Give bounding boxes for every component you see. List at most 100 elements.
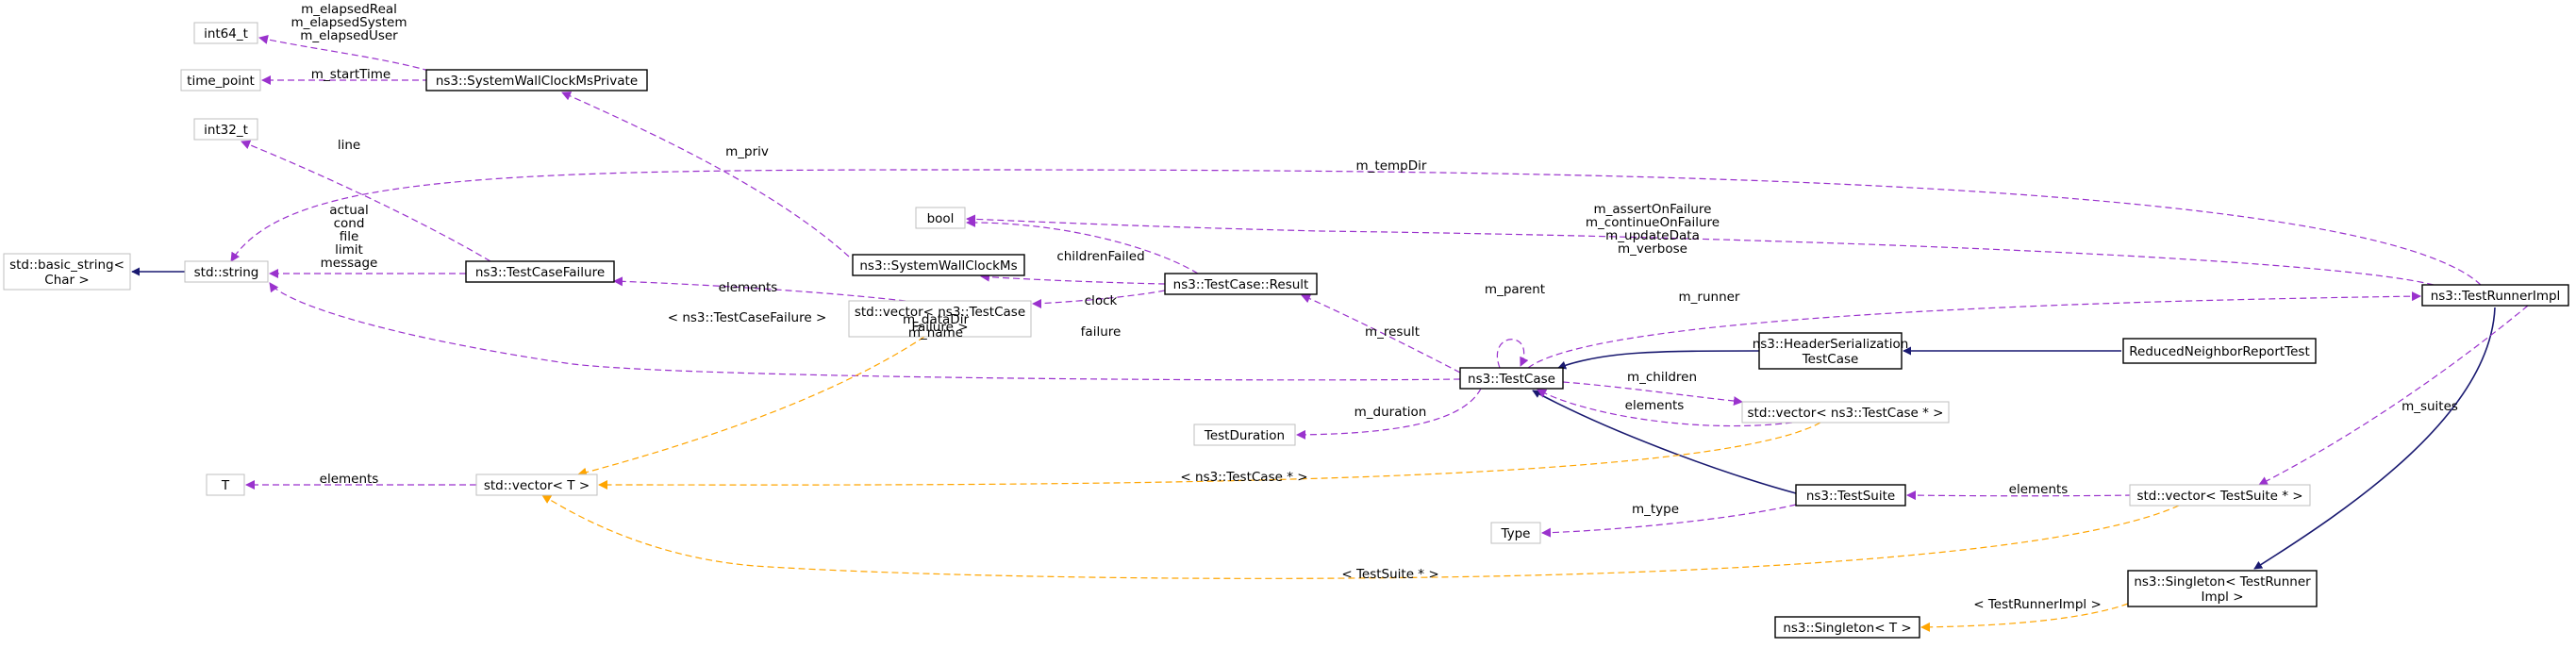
edge-header-to-testcase (1557, 350, 1760, 370)
node-label: ns3::SystemWallClockMsPrivate (436, 74, 638, 89)
edge-label-line: m_elapsedSystem (291, 15, 407, 30)
edge-tc-elements (1537, 389, 1793, 427)
edge-label-t-elements: elements (320, 472, 379, 487)
edge-label-parent: m_parent (1485, 282, 1545, 297)
node-label: Failure > (911, 320, 968, 335)
node-label: ns3::Singleton< T > (1783, 621, 1911, 636)
node-label: time_point (187, 74, 255, 89)
node-singletonT[interactable]: ns3::Singleton< T > (1774, 616, 1920, 639)
node-box (1459, 367, 1564, 390)
node-label: ns3::TestSuite (1806, 489, 1895, 504)
node-label: bool (927, 211, 955, 226)
node-box (193, 22, 258, 44)
node-runner[interactable]: ns3::TestRunnerImpl (2421, 284, 2569, 307)
node-box (915, 207, 966, 229)
edge-label-temp-dir: m_tempDir (1356, 158, 1427, 174)
edge-failure-elements (613, 276, 906, 302)
node-label: Type (1500, 526, 1530, 541)
node-singleton-tr[interactable]: ns3::Singleton< TestRunnerImpl > (2127, 570, 2318, 607)
node-box (475, 474, 598, 496)
node-suite[interactable]: ns3::TestSuite (1795, 484, 1906, 507)
edge-tpl-suite (541, 494, 2180, 579)
edge-label-suites: m_suites (2401, 399, 2458, 414)
node-testcase[interactable]: ns3::TestCase (1459, 367, 1564, 390)
edge-label-line: m_priv (725, 144, 769, 159)
node-wallclock-priv[interactable]: ns3::SystemWallClockMsPrivate (425, 69, 648, 91)
edge-label-line: m_children (1627, 370, 1697, 385)
node-box (852, 254, 1025, 276)
edge-label-line: m_updateData (1605, 228, 1700, 243)
edge-label-line: m_tempDir (1356, 158, 1427, 174)
edge-label-line: cond (334, 216, 365, 231)
edge-label-line: limit (335, 242, 363, 258)
edge-label-line: failure (1081, 324, 1122, 340)
node-wallclock[interactable]: ns3::SystemWallClockMs (852, 254, 1025, 276)
node-result[interactable]: ns3::TestCase::Result (1164, 273, 1318, 295)
node-label: ns3::HeaderSerialization (1753, 337, 1909, 352)
node-label: T (221, 478, 230, 493)
edge-label-line: elements (719, 280, 778, 295)
node-label: std::vector< TestSuite * > (2136, 489, 2302, 504)
node-basic-string: std::basic_string<Char > (3, 253, 131, 291)
edge-result-member (1301, 293, 1461, 374)
edge-label-line: m_assertOnFailure (1594, 202, 1712, 217)
edge-label-line: childrenFailed (1056, 249, 1144, 264)
edge-label-failure-elements: elements (719, 280, 778, 295)
node-type: Type (1490, 522, 1541, 544)
edge-label-line: m_continueOnFailure (1586, 215, 1720, 230)
edge-label-start-time: m_startTime (311, 67, 391, 82)
edge-label-runner-member: m_runner (1679, 290, 1740, 305)
edge-label-line: < TestSuite * > (1341, 567, 1438, 582)
edge-label-line: message (321, 256, 378, 271)
edge-label-line: < ns3::TestCaseFailure > (668, 310, 827, 325)
edge-label-duration-member: m_duration (1354, 405, 1427, 420)
edge-label-line: elements (320, 472, 379, 487)
node-vec-failure: std::vector< ns3::TestCaseFailure > (848, 300, 1032, 338)
edge-label-tc-elements: elements (1625, 398, 1685, 413)
node-int32: int32_t (193, 118, 258, 141)
node-string: std::string (184, 260, 269, 283)
edge-label-line: m_elapsedUser (300, 28, 398, 43)
node-reduced: ReducedNeighborReportTest (2122, 338, 2317, 364)
node-box (1774, 616, 1920, 639)
node-label: TestDuration (1204, 428, 1285, 443)
edge-label-line: m_result (1365, 324, 1420, 340)
edge-label-tpl-suite: < TestSuite * > (1341, 567, 1438, 582)
edge-suite-elements (1906, 490, 2133, 501)
node-box (193, 118, 258, 141)
node-vecT: std::vector< T > (475, 474, 598, 496)
edge-runner-to-singleton (2253, 307, 2496, 570)
node-label: ns3::TestRunnerImpl (2431, 289, 2561, 304)
edge-label-result-member: m_result (1365, 324, 1420, 340)
edge-label-line: m_parent (1485, 282, 1545, 297)
edge-label-suite-elements: elements (2009, 482, 2069, 497)
node-box (2129, 484, 2311, 507)
edge-label-tpl-failure: < ns3::TestCaseFailure > (668, 310, 827, 325)
node-failure[interactable]: ns3::TestCaseFailure (465, 260, 615, 283)
node-label: std::vector< ns3::TestCase (855, 305, 1025, 320)
node-label: ns3::TestCase::Result (1173, 277, 1309, 292)
edge-flags (966, 214, 2435, 286)
edge-label-line: m_runner (1679, 290, 1740, 305)
node-box (1193, 424, 1296, 446)
edge-tpl-runner (1920, 603, 2129, 632)
edge-label-priv: m_priv (725, 144, 769, 159)
edge-label-line: line (338, 138, 360, 153)
node-box (180, 69, 261, 91)
node-label: Char > (44, 273, 89, 288)
edge-label-line: m_startTime (311, 67, 391, 82)
edge-label-failure-member: failure (1081, 324, 1122, 340)
node-bool: bool (915, 207, 966, 229)
edge-label-line: elements (1625, 398, 1685, 413)
node-box (425, 69, 648, 91)
edge-line (241, 140, 491, 262)
edge-label-wc-elapsed: m_elapsedRealm_elapsedSystemm_elapsedUse… (291, 2, 407, 43)
edge-label-line: m_verbose (1618, 241, 1687, 257)
edge-label-type-member: m_type (1632, 502, 1679, 517)
node-label: ns3::Singleton< TestRunner (2134, 574, 2311, 590)
edge-runner-member (1527, 291, 2421, 369)
node-label: int64_t (204, 26, 248, 42)
